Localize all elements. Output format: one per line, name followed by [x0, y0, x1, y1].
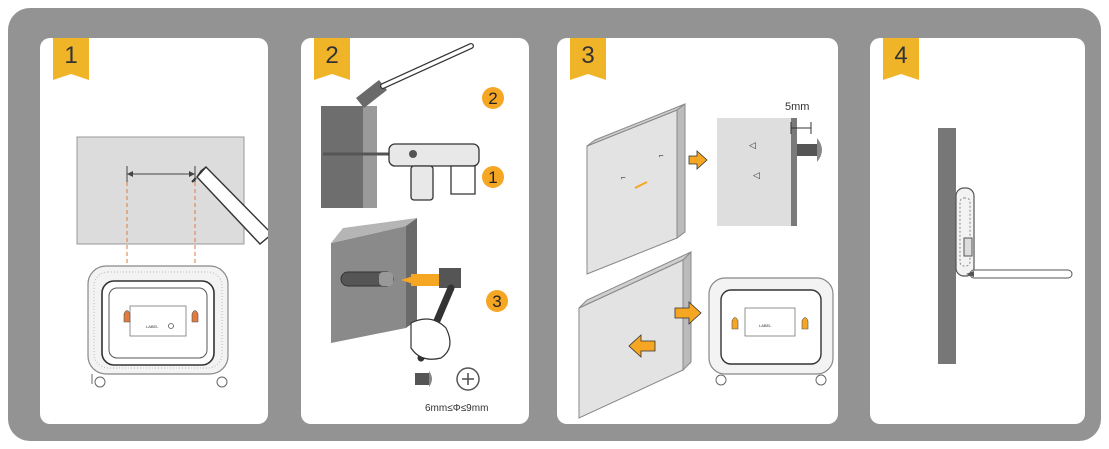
- wall-slab-upper: ⌐ ⌐: [586, 103, 686, 275]
- step-3-number: 3: [581, 42, 595, 69]
- device-side-view: [955, 187, 1073, 279]
- svg-text:◁: ◁: [749, 140, 756, 150]
- sub-step-1-label: 1: [488, 168, 497, 187]
- svg-text:⌐: ⌐: [659, 151, 664, 160]
- step-4-illustration: [938, 128, 1073, 364]
- step-1-number: 1: [64, 42, 78, 69]
- step-2-illustration: 2 1 3: [321, 43, 508, 414]
- instruction-frame: 1: [8, 8, 1101, 441]
- wall-section: [321, 106, 363, 208]
- screw-spec-label: 6mm≤Φ≤9mm: [425, 403, 488, 414]
- arrow-icon: [688, 150, 708, 170]
- step-3-illustration: ⌐ ⌐ ◁ ◁ 5mm: [578, 101, 834, 419]
- wall-detail-view: ◁ ◁: [717, 118, 822, 226]
- hammer-drill-icon: [323, 143, 480, 201]
- hammer-icon: [401, 268, 461, 362]
- wall-anchor-scene: [331, 218, 417, 343]
- device-back-view: LABEL: [708, 277, 834, 386]
- wall-side-view: [938, 128, 956, 364]
- sub-step-3-label: 3: [492, 292, 501, 311]
- step-1-illustration: LABEL: [76, 136, 268, 388]
- step-4-number: 4: [894, 42, 908, 69]
- gap-label: 5mm: [785, 101, 809, 113]
- antenna: [969, 269, 1073, 279]
- svg-text:⌐: ⌐: [621, 173, 626, 182]
- arrow-icon: [628, 301, 702, 358]
- step-3-panel: 3 ⌐ ⌐ ◁ ◁: [557, 38, 838, 424]
- sub-step-2-label: 2: [488, 89, 497, 108]
- step-4-badge: 4: [883, 38, 919, 80]
- step-4-panel: 4: [870, 38, 1085, 424]
- device-label: LABEL: [759, 323, 772, 328]
- svg-text:◁: ◁: [753, 170, 760, 180]
- wall-slab-lower: [578, 250, 692, 419]
- step-2-panel: 2 2 1: [301, 38, 529, 424]
- step-1-badge: 1: [53, 38, 89, 80]
- svg-text:LABEL: LABEL: [146, 324, 159, 329]
- chisel-tool-icon: [356, 43, 474, 108]
- marker-pen-icon: [191, 165, 268, 245]
- step-1-panel: 1: [40, 38, 268, 424]
- screw-icon: [415, 367, 480, 391]
- step-2-number: 2: [325, 42, 339, 69]
- step-3-badge: 3: [570, 38, 606, 80]
- device-back-view: LABEL: [87, 265, 229, 388]
- step-2-badge: 2: [314, 38, 350, 80]
